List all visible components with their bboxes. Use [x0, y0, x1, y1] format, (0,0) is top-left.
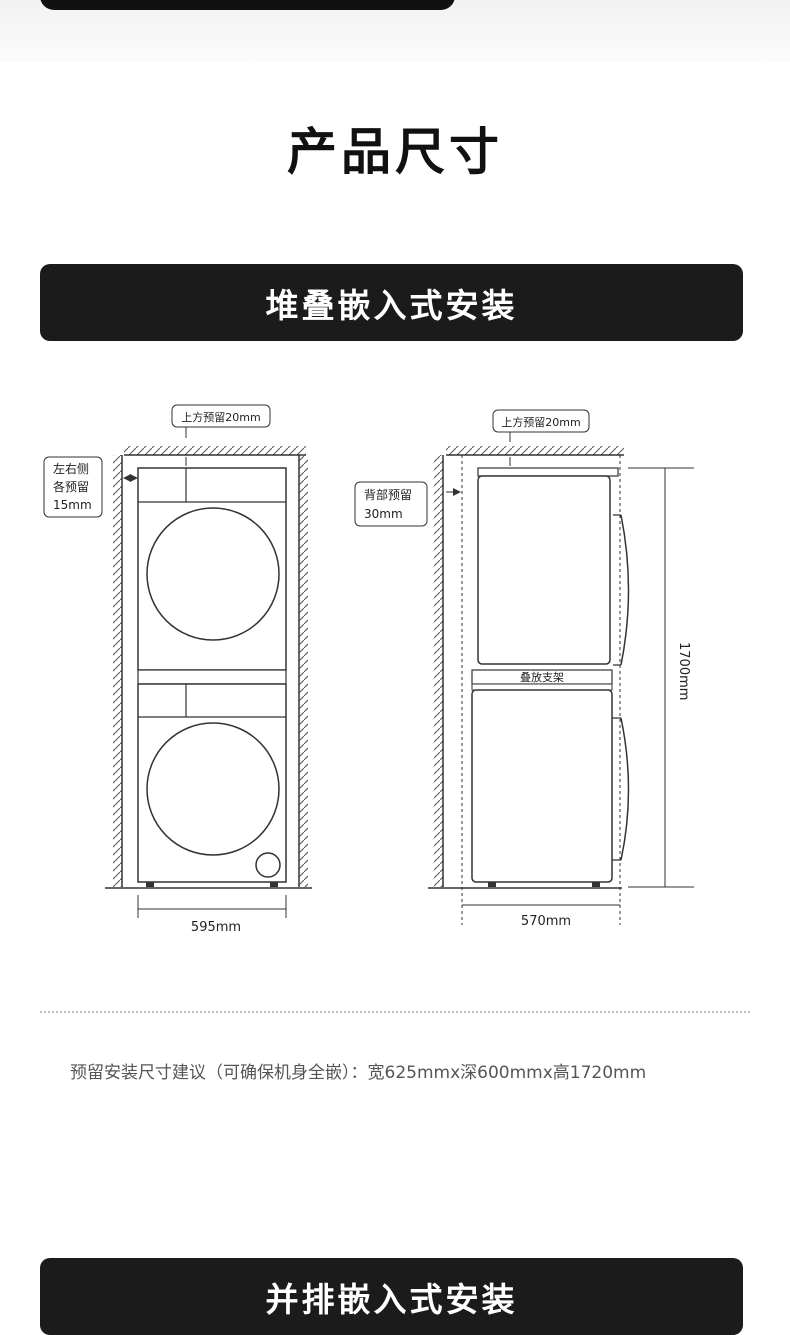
front-side-clearance-box: [43, 456, 103, 518]
side-back-wall-hatch: [434, 455, 443, 887]
side-by-side-install-banner: 并排嵌入式安装: [40, 1258, 743, 1335]
depth-label: 570mm: [521, 914, 571, 929]
front-side-clearance-label: 左右侧 各预留 15mm: [53, 461, 93, 512]
lower-machine-door: [146, 722, 280, 856]
page-title: 产品尺寸: [287, 123, 503, 181]
stacking-bracket-label: 叠放支架: [520, 670, 564, 684]
front-top-clearance-label: 上方预留20mm: [181, 410, 260, 424]
stacked-install-banner: 堆叠嵌入式安装: [40, 264, 743, 341]
upper-machine-door: [146, 507, 280, 641]
height-label: 1700mm: [676, 642, 691, 700]
upper-door-profile: [620, 514, 630, 666]
filter-cover: [255, 852, 281, 878]
side-ceiling-hatch: [446, 446, 624, 455]
side-top-clearance-label: 上方预留20mm: [501, 415, 580, 429]
front-view: 上方预留20mm 左右侧 各预留 15mm 595mm: [43, 404, 312, 935]
dotted-divider: [40, 1011, 750, 1013]
side-view: 叠放支架 上方预留20mm 背部预留 30mm 1700mm 570mm: [354, 409, 694, 929]
top-dark-bar: [40, 0, 455, 10]
upper-machine-top-plate: [477, 467, 619, 477]
front-stacking-band: [137, 669, 287, 685]
lower-door-profile: [620, 717, 630, 861]
recommended-size-note: 预留安装尺寸建议（可确保机身全嵌）：宽625mmx深600mmx高1720mm: [70, 1063, 647, 1083]
side-back-clearance-label: 背部预留 30mm: [364, 487, 416, 521]
installation-diagram: 上方预留20mm 左右侧 各预留 15mm 595mm: [43, 404, 694, 935]
front-top-clearance-box: [171, 404, 271, 428]
lower-machine-side: [471, 689, 613, 883]
side-back-clearance-box: [354, 481, 428, 527]
side-top-clearance-box: [492, 409, 590, 433]
front-width-label: 595mm: [191, 920, 241, 935]
front-ceiling-hatch: [124, 446, 306, 455]
front-left-wall-hatch: [113, 455, 122, 887]
upper-machine-side: [477, 475, 611, 665]
top-background-band: [0, 0, 790, 62]
front-right-wall-hatch: [299, 455, 308, 887]
